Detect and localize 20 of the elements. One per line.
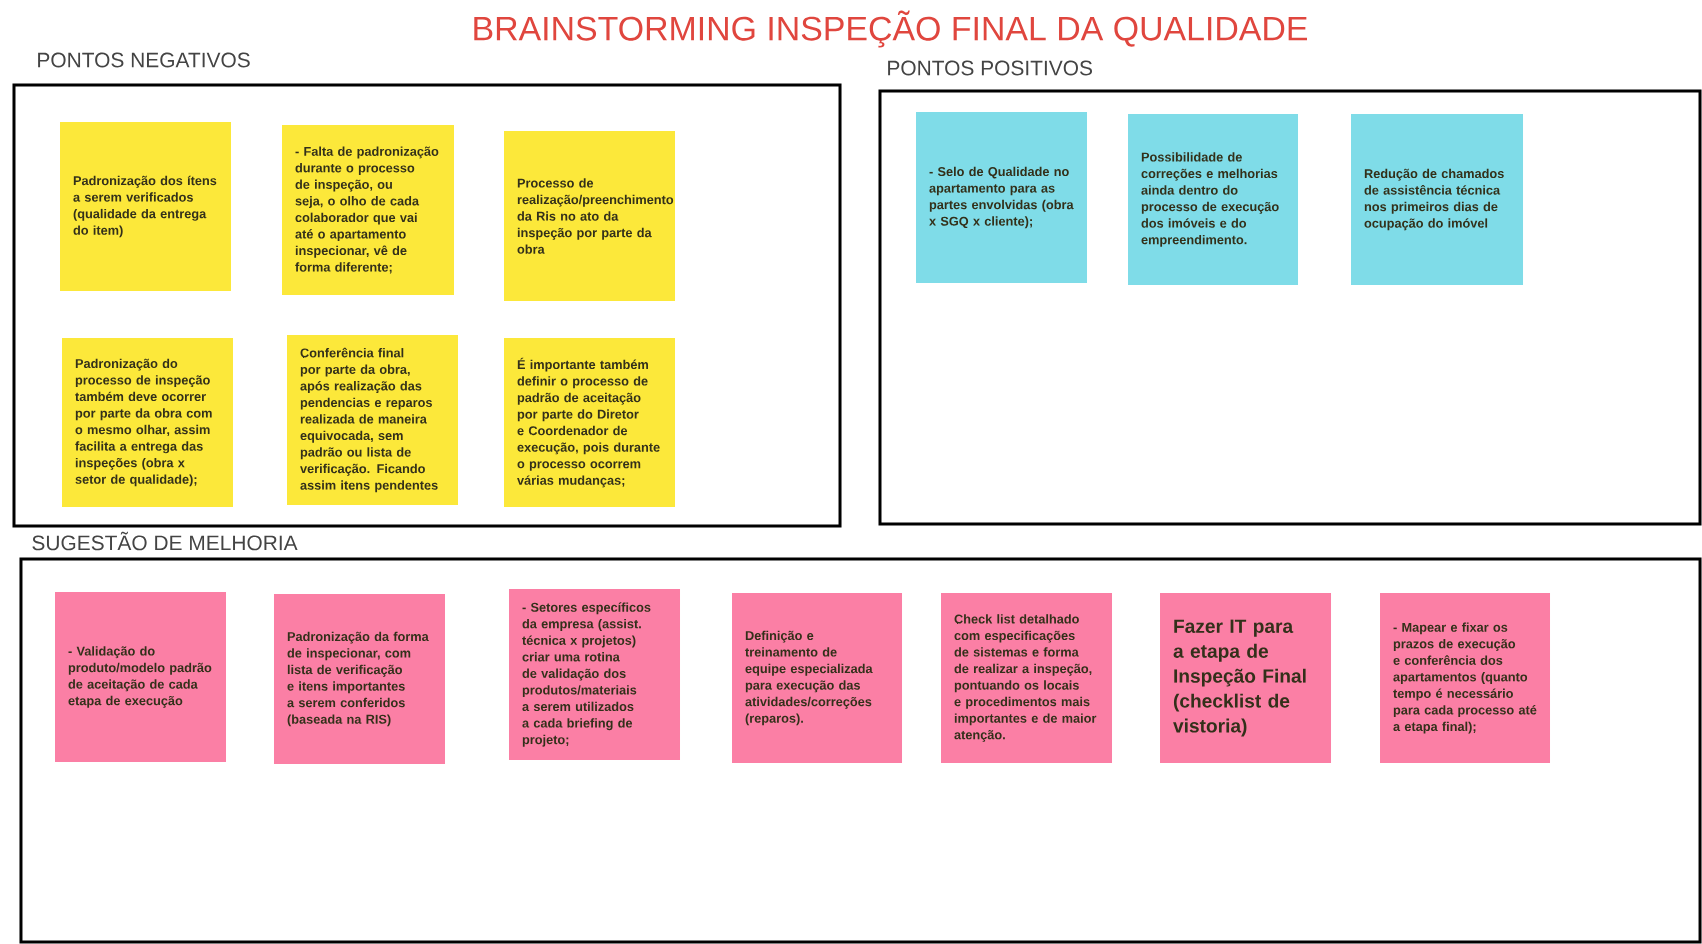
sticky-note: - Mapear e fixar os prazos de execução e conferência dos apartamentos (quanto tempo é necessário para cada processo até a etapa final); xyxy=(1380,593,1550,763)
sticky-note: Padronização do processo de inspeção também deve ocorrer por parte da obra com o mesmo olhar, assim facilita a entrega das inspeções (obra x setor de qualidade); xyxy=(62,338,233,507)
section-heading: PONTOS NEGATIVOS xyxy=(38,52,250,68)
sticky-note: Processo de realização/preenchimento da Ris no ato da inspeção por parte da obra xyxy=(504,131,675,301)
sticky-note: - Falta de padronização durante o processo de inspeção, ou seja, o olho de cada colaborador que vai até o apartamento inspecionar, vê de forma diferente; xyxy=(282,125,454,295)
sticky-note: Padronização dos ítens a serem verificados (qualidade da entrega do item) xyxy=(60,122,231,291)
sticky-note: - Selo de Qualidade no apartamento para as partes envolvidas (obra x SGQ x cliente); xyxy=(916,112,1087,283)
sticky-note: É importante também definir o processo de padrão de aceitação por parte do Diretor e Coordenador de execução, pois durante o processo ocorrem várias mudanças; xyxy=(504,338,675,507)
sticky-note: Fazer IT para a etapa de Inspeção Final (checklist de vistoria) xyxy=(1160,593,1331,763)
sticky-note: - Validação do produto/modelo padrão de aceitação de cada etapa de execução xyxy=(55,592,226,762)
section-heading: SUGESTÃO DE MELHORIA xyxy=(32,531,298,551)
title: BRAINSTORMING INSPEÇÃO FINAL DA QUALIDADE xyxy=(474,10,1307,48)
sticky-note: Padronização da forma de inspecionar, com lista de verificação e itens importantes a serem conferidos (baseada na RIS) xyxy=(274,594,445,764)
sticky-note: Definição e treinamento de equipe especializada para execução das atividades/correções (reparos). xyxy=(732,593,902,763)
section-heading: PONTOS POSITIVOS xyxy=(888,60,1092,76)
sticky-note: Check list detalhado com especificações de sistemas e forma de realizar a inspeção, pontuando os locais e procedimentos mais importantes e de maior atenção. xyxy=(941,593,1112,763)
sticky-note: - Setores específicos da empresa (assist. técnica x projetos) criar uma rotina de validação dos produtos/materiais a serem utilizados a cada briefing de projeto; xyxy=(509,589,680,760)
sticky-note: Possibilidade de correções e melhorias ainda dentro do processo de execução dos imóveis e do empreendimento. xyxy=(1128,114,1298,285)
sticky-note: Conferência final por parte da obra, após realização das pendencias e reparos realizada de maneira equivocada, sem padrão ou lista de verificação. Ficando assim itens pendentes xyxy=(287,335,458,505)
sticky-note: Redução de chamados de assistência técnica nos primeiros dias de ocupação do imóvel xyxy=(1351,114,1523,285)
